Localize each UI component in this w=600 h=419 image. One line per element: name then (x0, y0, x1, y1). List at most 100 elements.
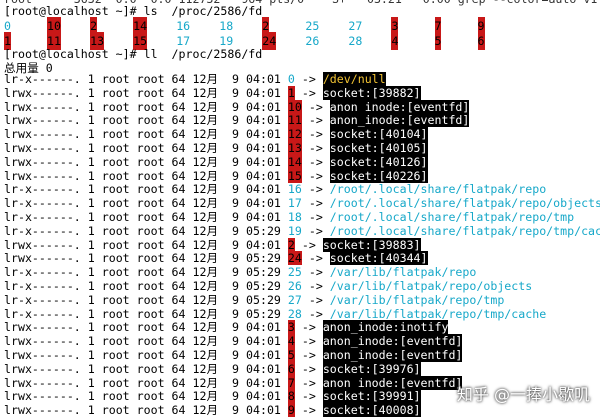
time: 04:01 (246, 403, 281, 418)
fd-entry-row: lr-x------. 1 root root 64 12月 9 04:01 1… (4, 182, 546, 196)
fd-entry-row: lr-x------. 1 root root 64 12月 9 05:29 2… (4, 279, 532, 293)
time: 04:01 (246, 361, 281, 376)
time: 04:01 (246, 113, 281, 128)
arrow: -> (308, 99, 323, 114)
fd-number: 2 (287, 237, 295, 252)
permissions: lrwx------. (4, 403, 81, 418)
month: 12月 (192, 168, 219, 183)
month: 12月 (192, 210, 219, 224)
ls-fd-item: 26 (305, 34, 320, 48)
arrow: -> (308, 306, 323, 321)
day: 9 (232, 168, 240, 183)
link-count: 1 (87, 306, 95, 321)
group: root (136, 113, 165, 128)
permissions: lrwx------. (4, 127, 81, 142)
fd-number: 6 (287, 361, 295, 376)
size: 64 (171, 168, 186, 183)
fd-number: 7 (287, 375, 295, 390)
group: root (136, 223, 165, 238)
group: root (136, 251, 165, 266)
day: 9 (232, 348, 240, 362)
arrow: -> (308, 223, 323, 238)
arrow: -> (301, 375, 316, 390)
group: root (136, 403, 165, 418)
group: root (136, 196, 165, 211)
arrow: -> (301, 403, 316, 418)
permissions: lrwx------. (4, 99, 81, 114)
group: root (136, 154, 165, 169)
day: 9 (232, 237, 240, 252)
owner: root (101, 389, 130, 404)
fd-entry-row: lrwx------. 1 root root 64 12月 9 04:01 4… (4, 334, 463, 349)
owner: root (101, 72, 130, 86)
day: 9 (232, 196, 240, 211)
arrow: -> (308, 113, 323, 128)
day: 9 (232, 265, 240, 280)
link-count: 1 (87, 99, 95, 114)
month: 12月 (192, 237, 219, 252)
fd-number: 25 (287, 265, 302, 280)
fd-target: anon_inode:[eventfd] (322, 375, 463, 390)
month: 12月 (192, 182, 219, 197)
group: root (136, 265, 165, 280)
link-count: 1 (87, 168, 95, 183)
day: 9 (232, 361, 240, 376)
fd-entry-row: lr-x------. 1 root root 64 12月 9 05:29 2… (4, 307, 546, 321)
time: 04:01 (246, 72, 281, 86)
month: 12月 (192, 223, 219, 238)
group: root (136, 361, 165, 376)
arrow: -> (301, 85, 316, 100)
owner: root (101, 375, 130, 390)
permissions: lr-x------. (4, 210, 81, 224)
ls-fd-item: 24 (262, 32, 277, 50)
size: 64 (171, 375, 186, 390)
day: 9 (232, 403, 240, 418)
arrow: -> (308, 279, 323, 293)
month: 12月 (192, 72, 219, 86)
ls-fd-item: 18 (219, 19, 234, 33)
ls-fd-item: 1 (4, 32, 11, 50)
fd-number: 17 (287, 196, 302, 211)
owner: root (101, 113, 130, 128)
permissions: lrwx------. (4, 320, 81, 335)
time: 05:29 (246, 292, 281, 307)
time: 04:01 (246, 375, 281, 390)
month: 12月 (192, 141, 219, 155)
month: 12月 (192, 389, 219, 404)
fd-number: 19 (287, 223, 302, 238)
fd-number: 0 (287, 72, 295, 86)
ls-fd-item: 3 (391, 17, 399, 35)
owner: root (101, 265, 130, 280)
ls-fd-item: 27 (348, 19, 363, 33)
permissions: lrwx------. (4, 361, 81, 376)
time: 04:01 (246, 127, 281, 142)
fd-target: /root/.local/share/flatpak/repo/tmp/cach (329, 223, 600, 238)
owner: root (101, 141, 130, 155)
arrow: -> (301, 361, 316, 376)
fd-target: /var/lib/flatpak/repo (329, 265, 477, 280)
time: 04:01 (246, 141, 281, 155)
month: 12月 (192, 403, 219, 418)
day: 9 (232, 127, 240, 142)
ps-output-line: root 3632 0.0 0.0 112732 964 pts/0 S+ 03… (4, 0, 597, 8)
fd-entry-row: lr-x------. 1 root root 64 12月 9 05:29 1… (4, 224, 600, 238)
link-count: 1 (87, 196, 95, 211)
ls-fd-item: 6 (477, 32, 485, 50)
fd-number: 13 (287, 141, 302, 155)
size: 64 (171, 361, 186, 376)
size: 64 (171, 292, 186, 307)
fd-number: 16 (287, 182, 302, 197)
fd-target: anon_inode:[eventfd] (322, 334, 463, 349)
size: 64 (171, 85, 186, 100)
arrow: -> (308, 251, 323, 266)
fd-target: /var/lib/flatpak/repo/tmp (329, 292, 505, 307)
ls-fd-item: 10 (47, 17, 62, 35)
fd-entry-row: lr-x------. 1 root root 64 12月 9 04:01 1… (4, 196, 600, 210)
group: root (136, 306, 165, 321)
link-count: 1 (87, 127, 95, 142)
owner: root (101, 182, 130, 197)
arrow: -> (308, 210, 323, 224)
ls-fd-item: 0 (4, 19, 11, 33)
fd-entry-row: lrwx------. 1 root root 64 12月 9 04:01 2… (4, 237, 421, 252)
